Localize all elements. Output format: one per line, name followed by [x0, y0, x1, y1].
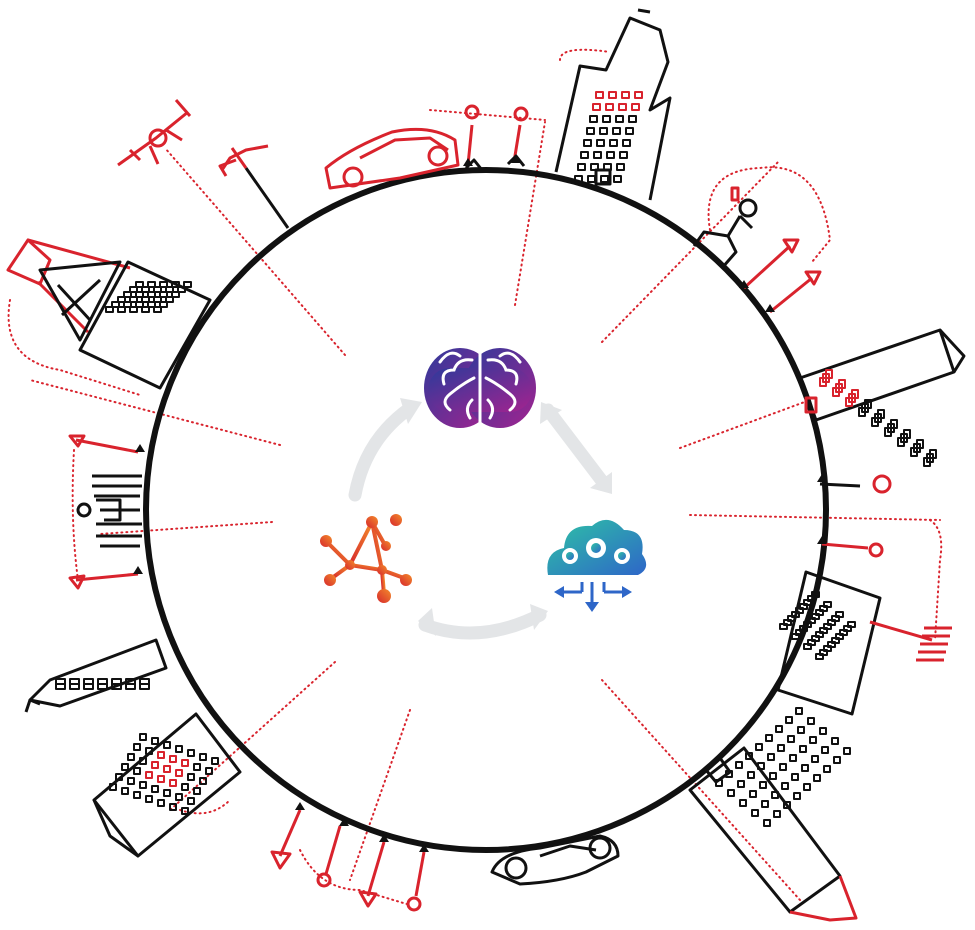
ring-posts [133, 155, 827, 852]
city-ring [143, 167, 829, 853]
cycle-arrows [348, 398, 612, 640]
circuit-sensor-icon [869, 620, 952, 662]
drone-icon [117, 99, 192, 167]
sensor-post-icon [270, 809, 426, 912]
brain-icon [424, 348, 536, 428]
skyscraper-icon [554, 8, 672, 201]
traffic-sensor-icon [464, 104, 529, 171]
tower-icon [24, 638, 168, 713]
apartment-building-icon [92, 712, 242, 858]
bench-person-icon [76, 474, 142, 548]
crane-icon [6, 238, 131, 342]
connection-lines [7, 48, 943, 906]
streetlight-camera-icon [218, 144, 290, 229]
network-graph-icon [320, 514, 412, 603]
car-icon [490, 834, 620, 886]
sensor-post-icon [819, 474, 892, 558]
person-running-icon [692, 186, 758, 269]
skyscraper-icon [688, 707, 858, 922]
street-lamp-icon [742, 238, 822, 314]
office-building-icon [78, 260, 212, 390]
sensor-post-icon [68, 434, 139, 590]
office-building-icon [798, 328, 966, 467]
car-icon [324, 127, 460, 190]
apartment-building-icon [776, 570, 882, 716]
cloud-gears-icon [547, 519, 647, 612]
